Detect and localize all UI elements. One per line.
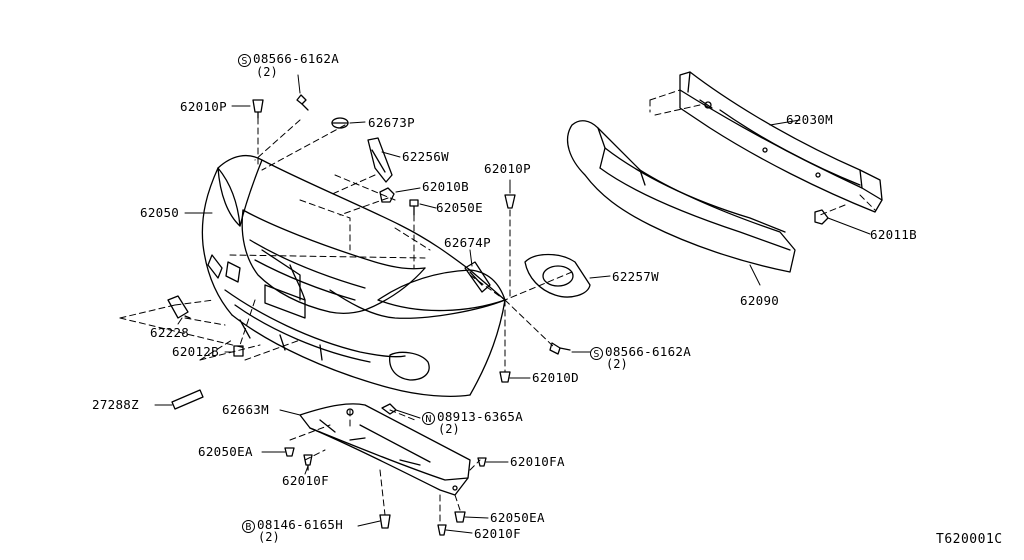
label-62010b[interactable]: 62010B [422,179,469,194]
undercover-62663m [299,403,471,496]
prefix-n-icon: N [422,412,435,425]
qty-screw-right: (2) [606,357,628,371]
qty-bolt-08146: (2) [258,530,280,544]
label-62011b[interactable]: 62011B [870,227,917,242]
part-number: 08146-6165H [257,517,344,532]
label-62673p[interactable]: 62673P [368,115,415,130]
label-62010d[interactable]: 62010D [532,370,579,385]
label-62256w[interactable]: 62256W [402,149,449,164]
figure-code: T620001C [936,532,1003,547]
label-62050[interactable]: 62050 [140,205,180,220]
bracket-62256w [367,137,393,183]
label-62228[interactable]: 62228 [150,325,190,340]
label-62674p[interactable]: 62674P [444,235,491,250]
part-number: 08566-6162A [605,344,692,359]
clip-62012b [233,345,244,357]
part-number: 08566-6162A [253,51,340,66]
bracket-62257w [524,253,591,298]
label-62012b[interactable]: 62012B [172,344,219,359]
label-62663m[interactable]: 62663M [222,402,269,417]
prefix-s-icon: S [238,54,251,67]
fasteners [252,94,829,536]
energy-absorber [567,120,796,273]
label-62257w[interactable]: 62257W [612,269,659,284]
reflector-27288z [171,389,204,410]
label-62010f-right[interactable]: 62010F [474,526,521,541]
qty-screw-top: (2) [256,65,278,79]
bumper-reinforcement [679,71,883,213]
label-62010p-left[interactable]: 62010P [180,99,227,114]
label-27288z[interactable]: 27288Z [92,397,139,412]
label-62030m[interactable]: 62030M [786,112,833,127]
qty-nut-08913: (2) [438,422,460,436]
label-62090[interactable]: 62090 [740,293,780,308]
label-62010f-left[interactable]: 62010F [282,473,329,488]
label-62050e[interactable]: 62050E [436,200,483,215]
bumper-fascia [201,154,506,397]
part-number: 08913-6365A [437,409,524,424]
label-62050ea-right[interactable]: 62050EA [490,510,545,525]
prefix-s-icon: S [590,347,603,360]
label-62050ea-left[interactable]: 62050EA [198,444,253,459]
hook-cover-62228 [167,295,191,319]
label-62010p-center[interactable]: 62010P [484,161,531,176]
prefix-b-icon: B [242,520,255,533]
label-62010fa[interactable]: 62010FA [510,454,565,469]
